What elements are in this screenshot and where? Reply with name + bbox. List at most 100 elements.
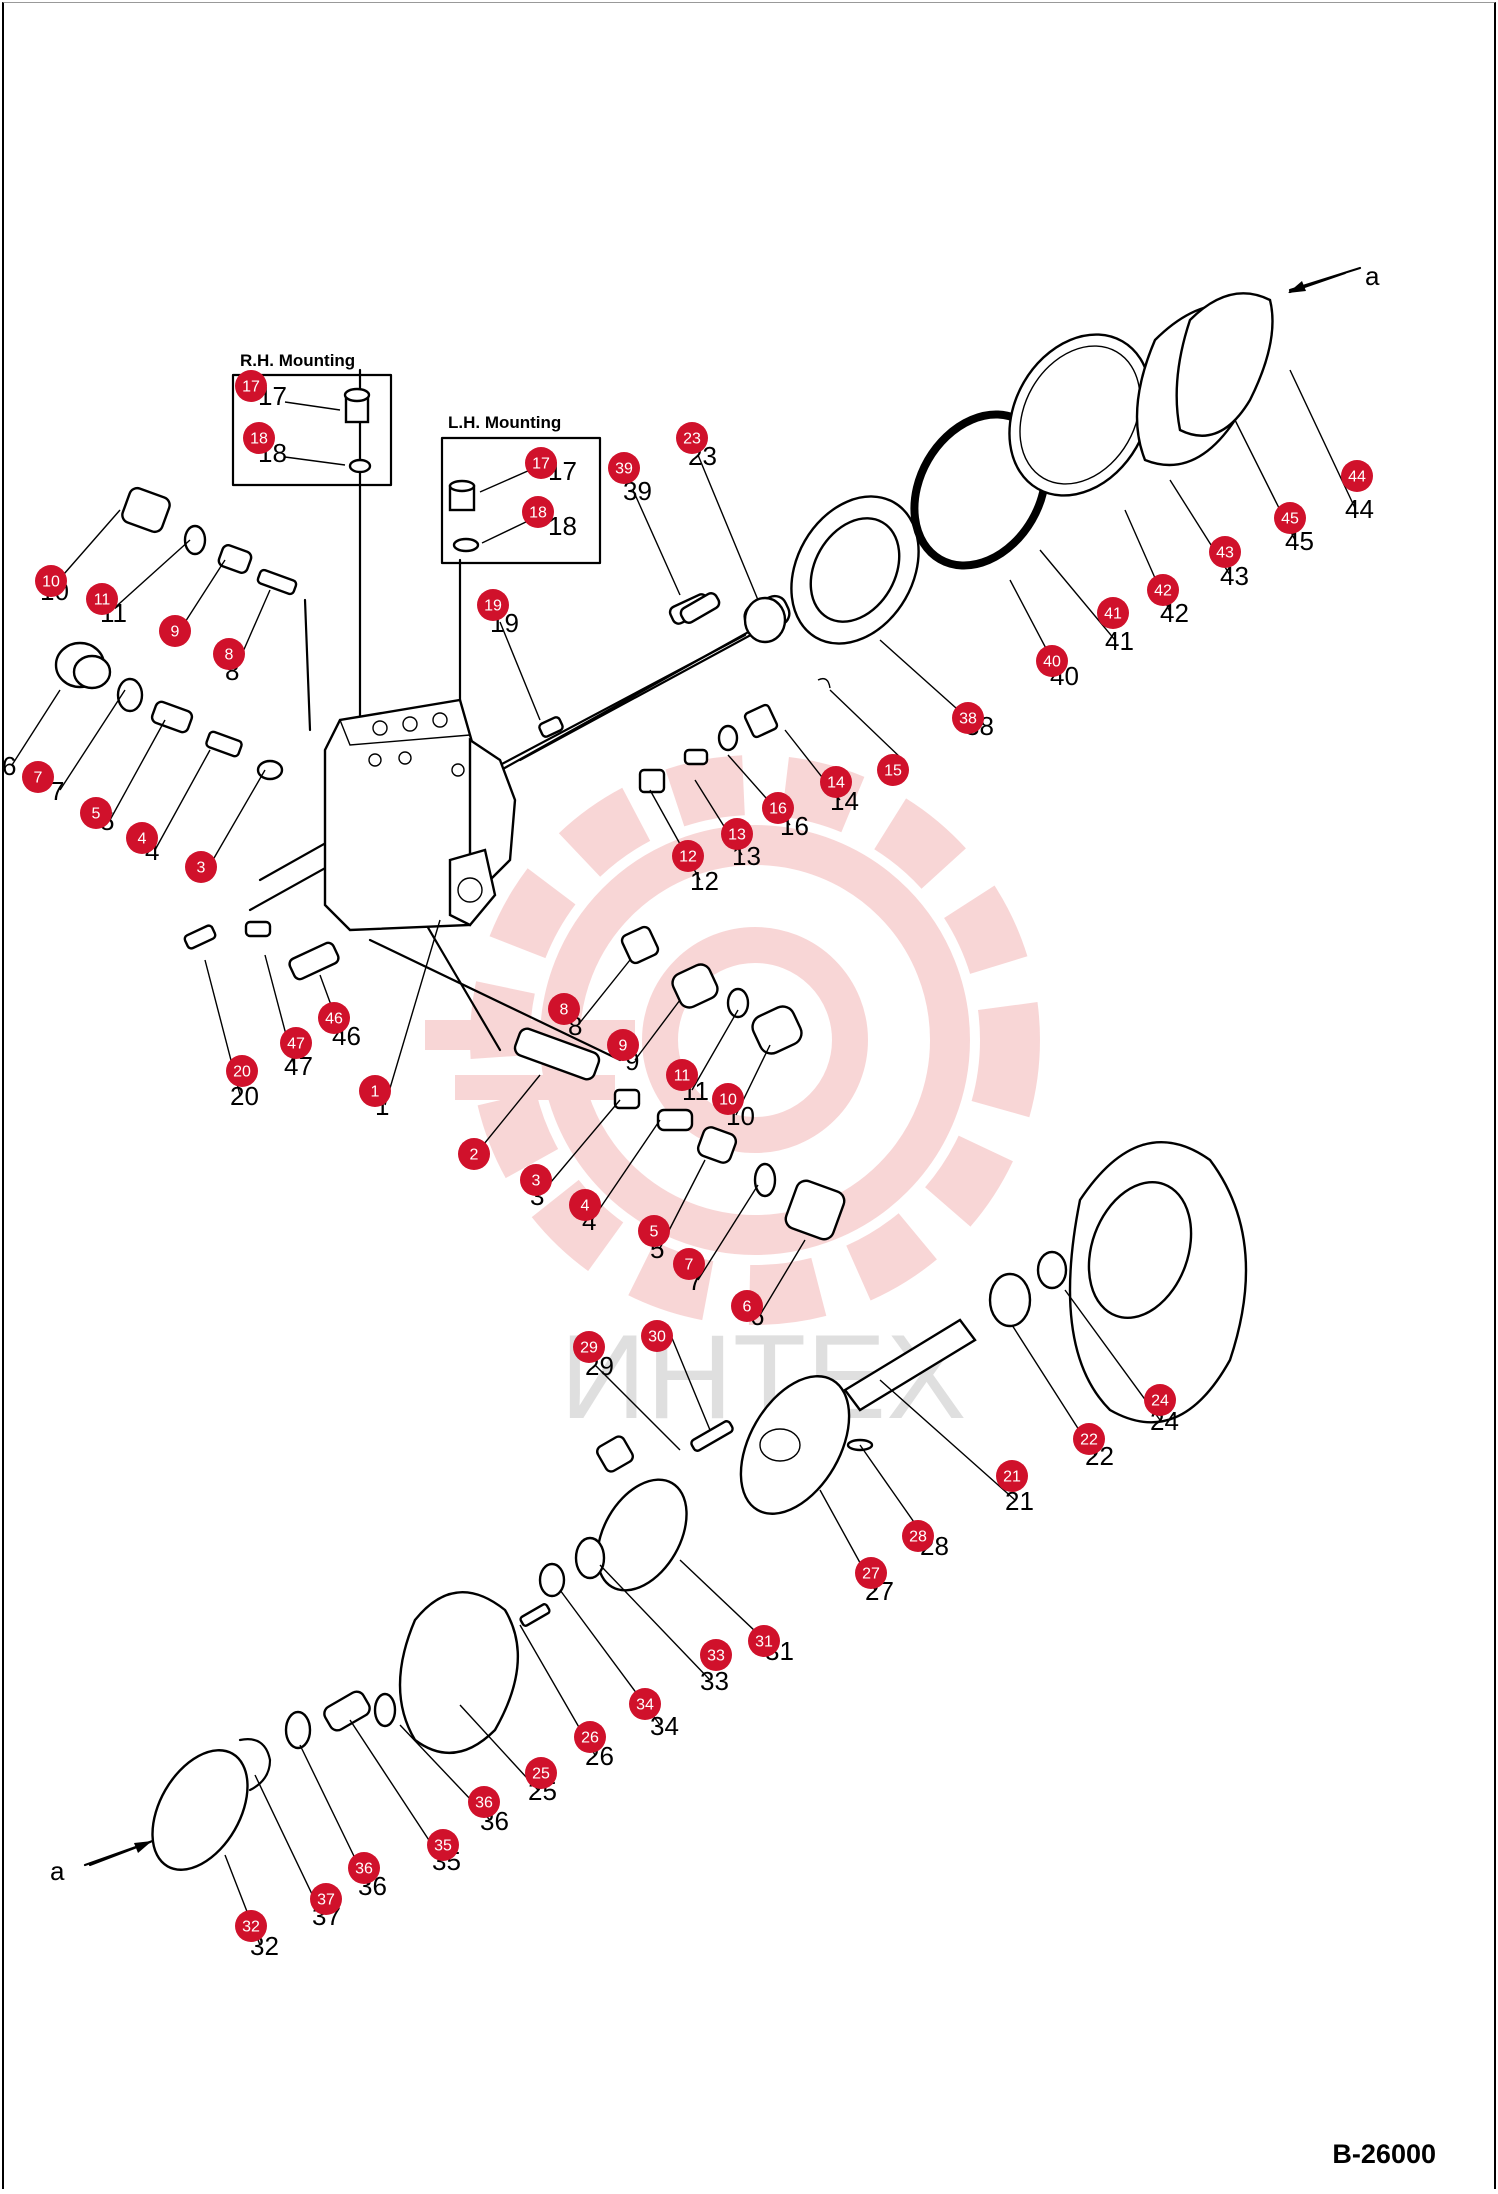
- callout-badge-circle[interactable]: [86, 583, 118, 615]
- callout-badge-circle[interactable]: [748, 1625, 780, 1657]
- callout-badge-circle[interactable]: [126, 822, 158, 854]
- callout-badge[interactable]: 9: [607, 1029, 639, 1061]
- callout-badge[interactable]: 9: [159, 615, 191, 647]
- callout-badge[interactable]: 26: [574, 1721, 606, 1753]
- callout-badge-circle[interactable]: [641, 1320, 673, 1352]
- callout-badge[interactable]: 21: [996, 1460, 1028, 1492]
- callout-badge-circle[interactable]: [359, 1075, 391, 1107]
- callout-badge-circle[interactable]: [1209, 536, 1241, 568]
- callout-badge[interactable]: 5: [638, 1215, 670, 1247]
- callout-badge[interactable]: 3: [185, 851, 217, 883]
- callout-badge-circle[interactable]: [310, 1883, 342, 1915]
- callout-badge[interactable]: 41: [1097, 597, 1129, 629]
- callout-badge-circle[interactable]: [629, 1688, 661, 1720]
- callout-badge-circle[interactable]: [1073, 1423, 1105, 1455]
- callout-badge[interactable]: 7: [673, 1248, 705, 1280]
- callout-badge-circle[interactable]: [731, 1290, 763, 1322]
- callout-badge[interactable]: 46: [318, 1002, 350, 1034]
- callout-badge-circle[interactable]: [427, 1829, 459, 1861]
- callout-badge[interactable]: 11: [666, 1059, 698, 1091]
- callout-badge-circle[interactable]: [1097, 597, 1129, 629]
- callout-badge-circle[interactable]: [676, 422, 708, 454]
- callout-badge-circle[interactable]: [952, 702, 984, 734]
- callout-badge[interactable]: 8: [213, 638, 245, 670]
- callout-badge[interactable]: 15: [877, 754, 909, 786]
- callout-badge[interactable]: 11: [86, 583, 118, 615]
- callout-badge[interactable]: 27: [855, 1557, 887, 1589]
- callout-badge[interactable]: 20: [226, 1055, 258, 1087]
- callout-badge-circle[interactable]: [1144, 1384, 1176, 1416]
- callout-badge-circle[interactable]: [213, 638, 245, 670]
- callout-badge[interactable]: 10: [712, 1083, 744, 1115]
- callout-badge-circle[interactable]: [672, 840, 704, 872]
- callout-badge-circle[interactable]: [1147, 574, 1179, 606]
- callout-badge[interactable]: 35: [427, 1829, 459, 1861]
- callout-badge-circle[interactable]: [35, 565, 67, 597]
- callout-badge-circle[interactable]: [607, 1029, 639, 1061]
- callout-badge[interactable]: 23: [676, 422, 708, 454]
- callout-badge[interactable]: 22: [1073, 1423, 1105, 1455]
- callout-badge-circle[interactable]: [318, 1002, 350, 1034]
- callout-badge-circle[interactable]: [235, 1910, 267, 1942]
- callout-badge[interactable]: 44: [1341, 460, 1373, 492]
- callout-badge[interactable]: 39: [608, 452, 640, 484]
- callout-badge[interactable]: 45: [1274, 502, 1306, 534]
- callout-badge-circle[interactable]: [22, 761, 54, 793]
- callout-badge-circle[interactable]: [80, 797, 112, 829]
- callout-badge[interactable]: 2: [458, 1138, 490, 1170]
- callout-badge-circle[interactable]: [226, 1055, 258, 1087]
- callout-badge[interactable]: 4: [126, 822, 158, 854]
- callout-badge-circle[interactable]: [1274, 502, 1306, 534]
- callout-badge-circle[interactable]: [573, 1331, 605, 1363]
- callout-badge-circle[interactable]: [520, 1164, 552, 1196]
- callout-badge-circle[interactable]: [877, 754, 909, 786]
- callout-badge[interactable]: 36: [468, 1786, 500, 1818]
- callout-badge-circle[interactable]: [666, 1059, 698, 1091]
- callout-badge[interactable]: 18: [243, 422, 275, 454]
- callout-badge-circle[interactable]: [525, 1757, 557, 1789]
- callout-badge[interactable]: 40: [1036, 645, 1068, 677]
- callout-badge[interactable]: 24: [1144, 1384, 1176, 1416]
- callout-badge[interactable]: 33: [700, 1639, 732, 1671]
- callout-badge[interactable]: 30: [641, 1320, 673, 1352]
- callout-badge[interactable]: 8: [548, 993, 580, 1025]
- callout-badge[interactable]: 17: [525, 447, 557, 479]
- callout-badge[interactable]: 14: [820, 766, 852, 798]
- callout-badge[interactable]: 5: [80, 797, 112, 829]
- callout-badge-circle[interactable]: [721, 818, 753, 850]
- callout-badge[interactable]: 32: [235, 1910, 267, 1942]
- callout-badge-circle[interactable]: [1341, 460, 1373, 492]
- callout-badge-circle[interactable]: [1036, 645, 1068, 677]
- callout-badge[interactable]: 34: [629, 1688, 661, 1720]
- callout-badge-circle[interactable]: [522, 496, 554, 528]
- callout-badge-circle[interactable]: [458, 1138, 490, 1170]
- callout-badge-circle[interactable]: [477, 589, 509, 621]
- callout-badge-circle[interactable]: [548, 993, 580, 1025]
- callout-badge-circle[interactable]: [638, 1215, 670, 1247]
- callout-badge-circle[interactable]: [700, 1639, 732, 1671]
- callout-badge-circle[interactable]: [280, 1027, 312, 1059]
- callout-badge[interactable]: 38: [952, 702, 984, 734]
- callout-badge-circle[interactable]: [820, 766, 852, 798]
- callout-badge-circle[interactable]: [762, 792, 794, 824]
- callout-badge-circle[interactable]: [996, 1460, 1028, 1492]
- callout-badge-circle[interactable]: [608, 452, 640, 484]
- callout-badge-circle[interactable]: [159, 615, 191, 647]
- callout-badge[interactable]: 1: [359, 1075, 391, 1107]
- callout-badge-circle[interactable]: [673, 1248, 705, 1280]
- callout-badge-circle[interactable]: [569, 1189, 601, 1221]
- callout-badge-circle[interactable]: [574, 1721, 606, 1753]
- callout-badge[interactable]: 36: [348, 1852, 380, 1884]
- callout-badge[interactable]: 37: [310, 1883, 342, 1915]
- callout-badge-circle[interactable]: [525, 447, 557, 479]
- callout-badge[interactable]: 13: [721, 818, 753, 850]
- callout-badge-circle[interactable]: [902, 1520, 934, 1552]
- callout-badge-circle[interactable]: [348, 1852, 380, 1884]
- callout-badge-circle[interactable]: [468, 1786, 500, 1818]
- callout-badge[interactable]: 12: [672, 840, 704, 872]
- callout-badge-circle[interactable]: [235, 370, 267, 402]
- callout-badge[interactable]: 47: [280, 1027, 312, 1059]
- callout-badge[interactable]: 31: [748, 1625, 780, 1657]
- callout-badge[interactable]: 4: [569, 1189, 601, 1221]
- callout-badge[interactable]: 10: [35, 565, 67, 597]
